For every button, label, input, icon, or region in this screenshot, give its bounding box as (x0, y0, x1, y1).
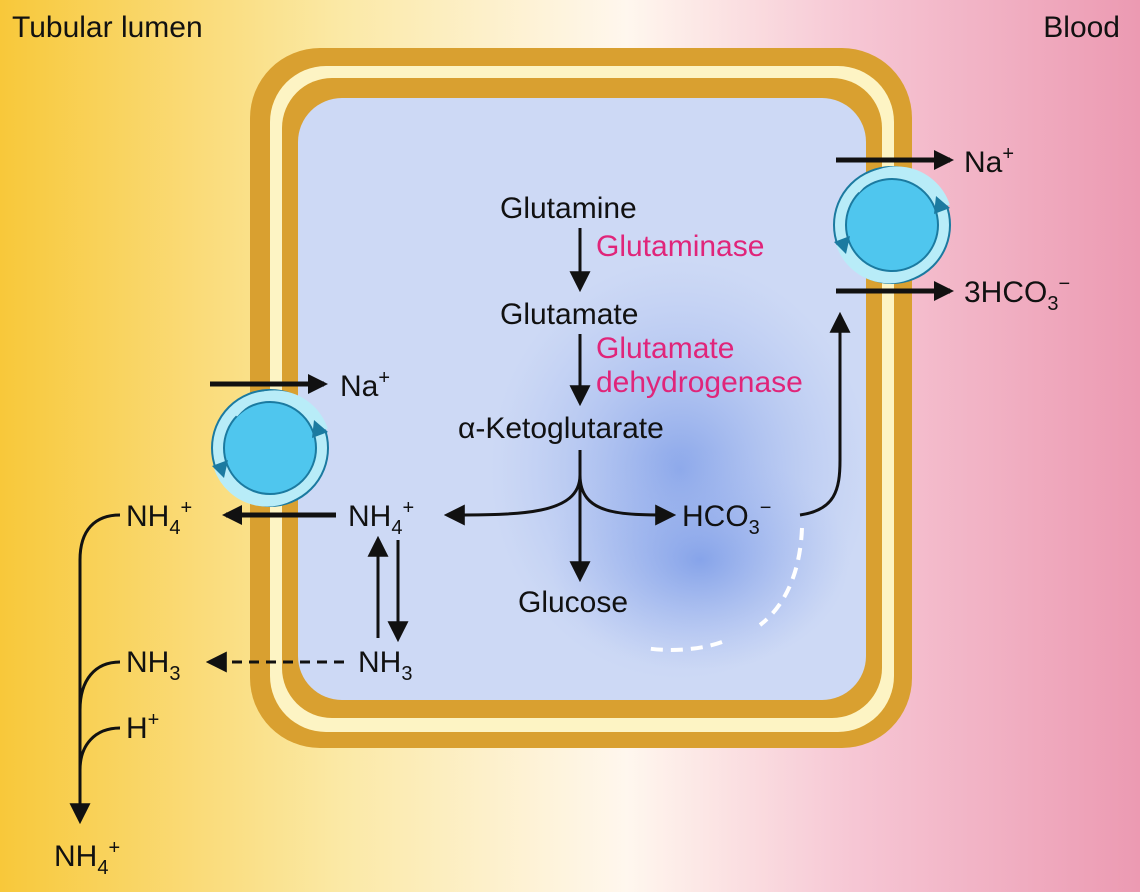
label-glucose: Glucose (518, 586, 628, 619)
label-blood-hco3: 3HCO3− (964, 273, 1070, 315)
label-blood-na: Na+ (964, 143, 1014, 179)
cytoplasm-shading-2 (550, 450, 850, 670)
label-glutamate: Glutamate (500, 298, 638, 331)
dashed-curve (644, 527, 804, 652)
arrow-akg-nh4 (443, 474, 582, 526)
arrow-hco3-to-blood (799, 311, 851, 517)
label-lumen-nh4-top: NH4+ (126, 497, 192, 539)
label-lumen-na: Na+ (340, 367, 390, 403)
label-cell-nh3: NH3 (358, 646, 412, 685)
label-cell-nh4: NH4+ (348, 497, 414, 539)
curve-nh3-join (78, 660, 121, 711)
antiporter-circle-icon (833, 166, 951, 284)
label-cell-hco3: HCO3− (682, 497, 771, 539)
curve-h-join (78, 726, 121, 771)
label-blood: Blood (1043, 11, 1120, 44)
arrow-lumen-nh4-down (69, 513, 121, 825)
label-lumen-nh3: NH3 (126, 646, 180, 685)
label-alpha-ketoglutarate: α-Ketoglutarate (458, 412, 664, 445)
label-glutamate-dh-line2: dehydrogenase (596, 366, 803, 399)
label-glutaminase: Glutaminase (596, 230, 764, 263)
label-lumen-h: H+ (126, 709, 159, 745)
antiporter-circle-icon (211, 389, 329, 507)
label-tubular-lumen: Tubular lumen (12, 11, 203, 44)
label-lumen-nh4-bottom: NH4+ (54, 837, 120, 879)
label-glutamine: Glutamine (500, 192, 637, 225)
arrow-akg-hco3 (578, 474, 677, 526)
label-glutamate-dh-line1: Glutamate (596, 332, 734, 365)
